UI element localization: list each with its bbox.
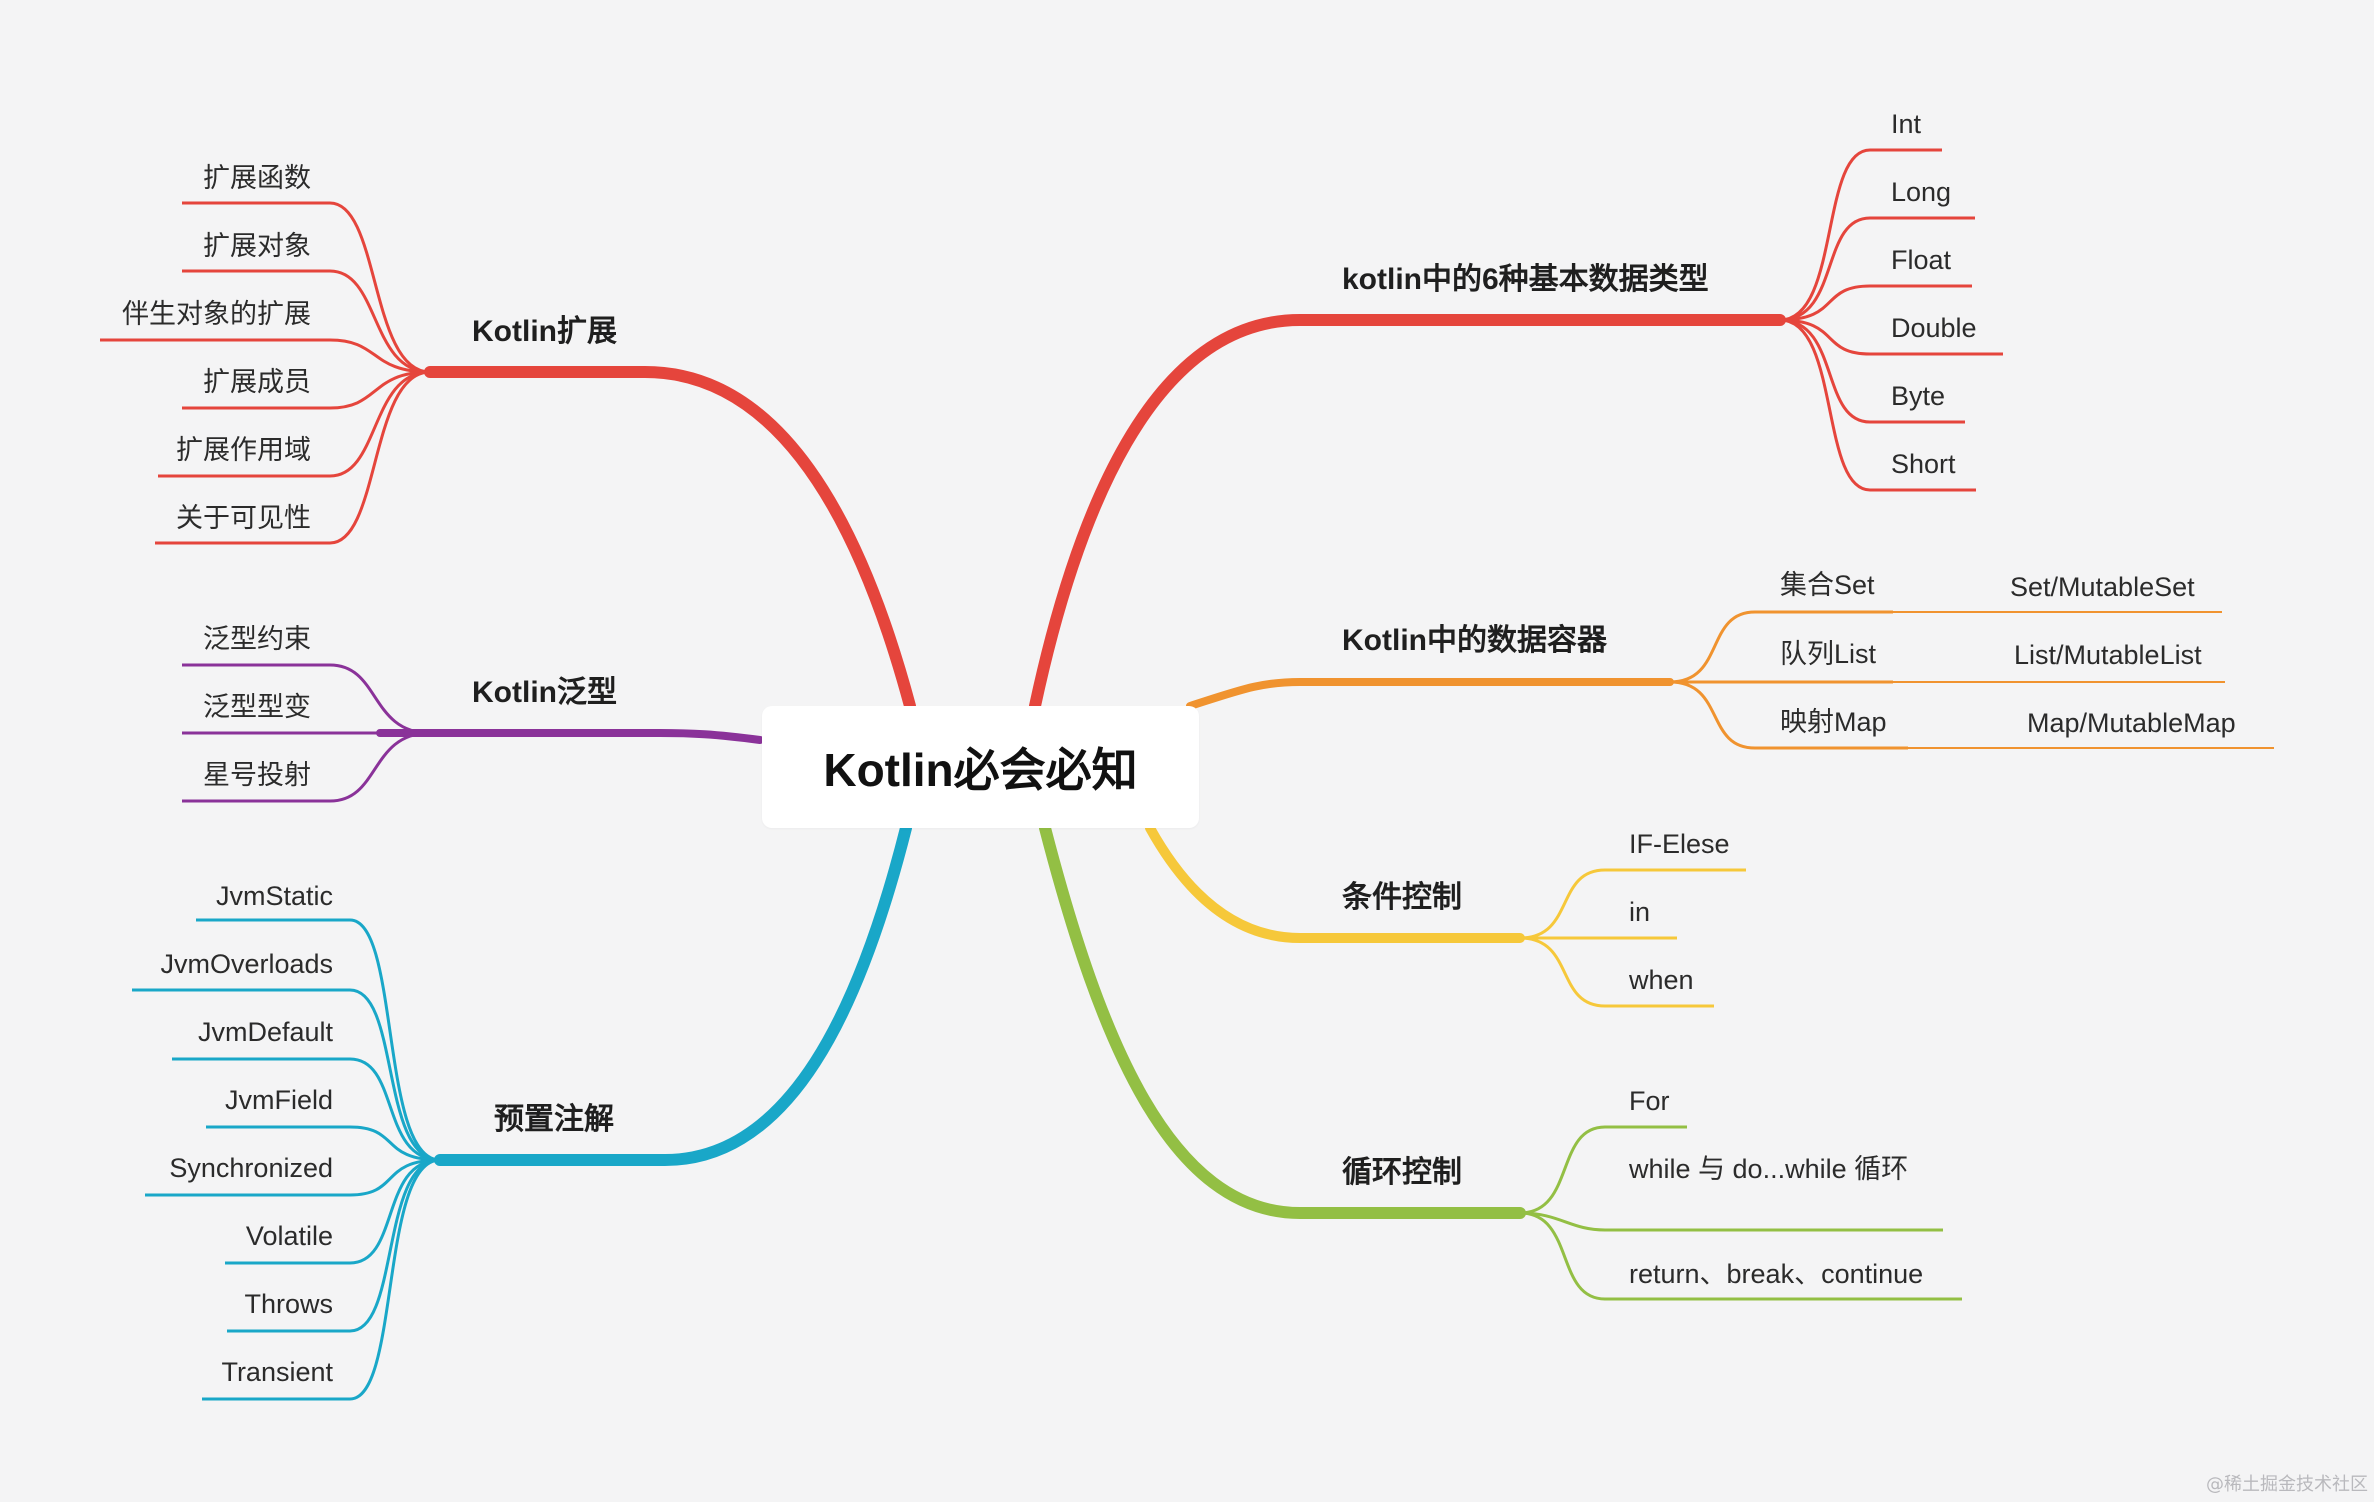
branch-label-conditions: 条件控制 (1342, 881, 1462, 914)
main-branch-containers (1186, 678, 1674, 710)
watermark: @稀土掘金技术社区 (2206, 1474, 2368, 1495)
extension-connectors (100, 201, 431, 545)
leaf-container-map: 映射Map (1780, 707, 1887, 737)
main-branch-extension (424, 366, 916, 712)
leaf-condition-when: when (1628, 965, 1694, 995)
leaf-loop-for: For (1629, 1086, 1670, 1116)
branch-label-containers: Kotlin中的数据容器 (1342, 624, 1608, 657)
leaf-type-int: Int (1891, 109, 1922, 139)
basic-types-connectors (1779, 148, 2003, 492)
detail-container-set: Set/MutableSet (2010, 572, 2195, 602)
leaf-generics-2: 泛型型变 (203, 692, 311, 722)
leaf-annotation-4: JvmField (225, 1085, 333, 1115)
branch-label-extension: Kotlin扩展 (472, 315, 617, 348)
detail-container-list: List/MutableList (2014, 640, 2202, 670)
main-branch-loops (1039, 822, 1526, 1219)
leaf-extension-5: 扩展作用域 (176, 435, 311, 465)
leaf-type-long: Long (1891, 177, 1951, 207)
leaf-annotation-2: JvmOverloads (160, 949, 333, 979)
leaf-type-byte: Byte (1891, 381, 1945, 411)
containers-detail-lines (1893, 611, 2274, 749)
central-topic: Kotlin必会必知 (762, 706, 1199, 828)
leaf-condition-if: IF-Elese (1629, 829, 1730, 859)
leaf-annotation-7: Throws (244, 1289, 333, 1319)
generics-connectors (182, 663, 431, 803)
leaf-extension-4: 扩展成员 (203, 367, 311, 397)
leaf-type-float: Float (1891, 245, 1952, 275)
main-branch-basic-types (1029, 314, 1786, 712)
conditions-connectors (1519, 868, 1746, 1008)
leaf-extension-3: 伴生对象的扩展 (122, 299, 311, 329)
leaf-annotation-5: Synchronized (169, 1153, 333, 1183)
leaf-container-list: 队列List (1780, 639, 1877, 669)
annotation-connectors (132, 918, 441, 1401)
main-branch-generics (376, 729, 764, 744)
leaf-extension-6: 关于可见性 (176, 503, 311, 533)
branch-label-basic-types: kotlin中的6种基本数据类型 (1342, 263, 1709, 296)
containers-connectors (1669, 610, 1908, 750)
main-branch-conditions (1145, 823, 1525, 943)
leaf-annotation-1: JvmStatic (216, 881, 333, 911)
leaf-annotation-6: Volatile (246, 1221, 333, 1251)
leaf-container-set: 集合Set (1780, 570, 1875, 600)
leaf-extension-1: 扩展函数 (203, 163, 311, 193)
leaf-loop-while: while 与 do...while 循环 (1628, 1154, 1908, 1184)
leaf-annotation-8: Transient (221, 1357, 333, 1387)
branch-label-loops: 循环控制 (1342, 1156, 1462, 1189)
branch-label-annotations: 预置注解 (494, 1103, 614, 1136)
leaf-extension-2: 扩展对象 (203, 231, 311, 261)
leaf-condition-in: in (1629, 897, 1650, 927)
leaf-loop-return: return、break、continue (1629, 1259, 1923, 1289)
leaf-generics-3: 星号投射 (203, 760, 311, 790)
leaf-annotation-3: JvmDefault (198, 1017, 334, 1047)
leaf-type-double: Double (1891, 313, 1977, 343)
loops-connectors (1519, 1125, 1962, 1301)
main-branch-annotations (434, 822, 912, 1166)
detail-container-map: Map/MutableMap (2027, 708, 2236, 738)
leaf-generics-1: 泛型约束 (203, 624, 311, 654)
leaf-type-short: Short (1891, 449, 1956, 479)
branch-label-generics: Kotlin泛型 (472, 676, 617, 709)
central-topic-title: Kotlin必会必知 (823, 744, 1138, 796)
